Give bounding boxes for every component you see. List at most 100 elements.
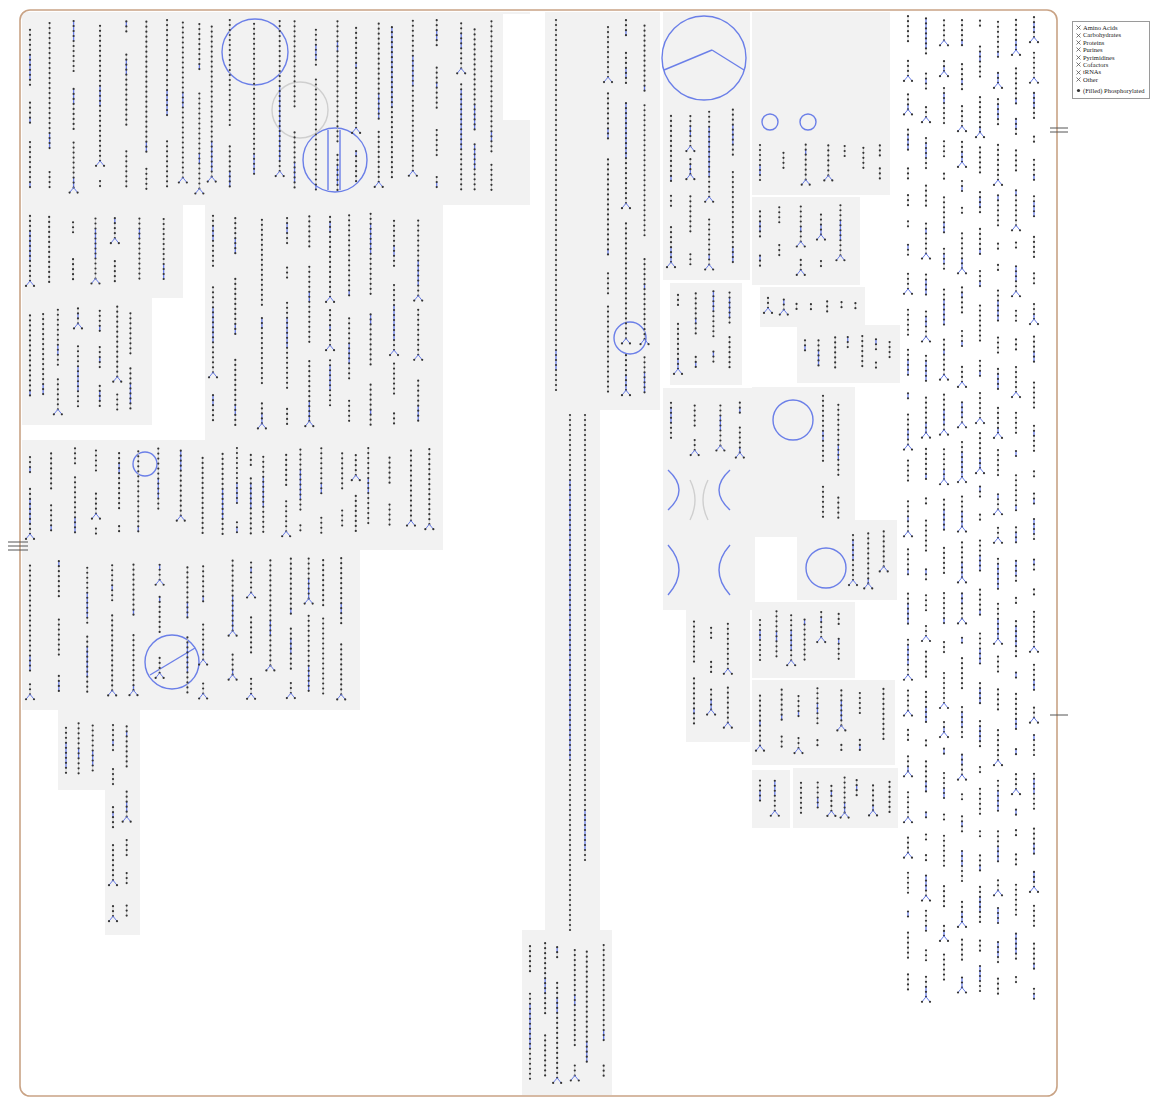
metabolite-dot [114,270,116,272]
metabolite-dot [29,384,31,386]
metabolite-dot [198,162,200,164]
metabolite-dot [186,681,188,683]
metabolite-dot [261,332,263,334]
metabolite-dot [336,110,338,112]
metabolite-dot [99,518,101,520]
metabolite-dot [29,146,31,148]
metabolite-dot [388,503,390,505]
metabolite-dot [180,455,182,457]
metabolite-dot [261,322,263,324]
metabolite-dot [111,664,113,666]
metabolite-dot [118,492,120,494]
metabolite-dot [166,160,168,162]
metabolite-dot [48,221,50,223]
metabolite-dot [99,320,101,322]
metabolite-dot [308,281,310,283]
metabolite-dot [145,126,147,128]
metabolite-dot [253,68,255,70]
metabolite-dot [137,490,139,492]
metabolite-dot [325,301,327,303]
metabolite-dot [114,227,116,229]
metabolite-dot [378,83,380,85]
metabolite-dot [261,342,263,344]
metabolite-dot [163,228,165,230]
metabolite-dot [166,49,168,51]
metabolite-dot [58,629,60,631]
metabolite-dot [29,461,31,463]
metabolite-dot [460,138,462,140]
metabolite-dot [367,472,369,474]
metabolite-dot [325,349,327,351]
metabolite-dot [166,89,168,91]
metabolite-dot [393,230,395,232]
metabolite-dot [250,477,252,479]
metabolite-dot [355,42,357,44]
pathway-panel [670,283,742,385]
metabolite-dot [132,614,134,616]
metabolite-dot [436,34,438,36]
metabolite-dot [58,675,60,677]
metabolite-dot [315,168,317,170]
metabolite-dot [308,311,310,313]
metabolite-dot [202,462,204,464]
metabolite-dot [490,120,492,122]
metabolite-dot [474,88,476,90]
metabolite-dot [42,343,44,345]
metabolite-dot [129,342,131,344]
metabolite-dot [348,405,350,407]
metabolite-dot [48,117,50,119]
metabolite-dot [234,308,236,310]
metabolite-dot [460,123,462,125]
metabolite-dot [229,124,231,126]
metabolite-dot [490,115,492,117]
metabolite-dot [293,75,295,77]
metabolite-dot [391,121,393,123]
metabolite-dot [145,151,147,153]
metabolite-dot [129,387,131,389]
metabolite-dot [367,492,369,494]
metabolite-dot [341,482,343,484]
metabolite-dot [355,510,357,512]
metabolite-dot [348,357,350,359]
metabolite-dot [73,60,75,62]
metabolite-dot [412,80,414,82]
metabolite-dot [490,184,492,186]
metabolite-dot [234,288,236,290]
metabolite-dot [29,275,31,277]
metabolite-dot [370,363,372,365]
metabolite-dot [163,263,165,265]
metabolite-dot [393,339,395,341]
metabolite-dot [378,93,380,95]
metabolite-dot [118,477,120,479]
metabolite-dot [286,418,288,420]
metabolite-dot [391,101,393,103]
metabolite-dot [234,424,236,426]
metabolite-dot [132,609,134,611]
metabolite-dot [73,55,75,57]
metabolite-dot [198,107,200,109]
metabolite-dot [388,467,390,469]
metabolite-dot [236,531,238,533]
metabolite-dot [412,25,414,27]
metabolite-dot [182,46,184,48]
metabolite-dot [253,58,255,60]
metabolite-dot [137,530,139,532]
metabolite-dot [232,605,234,607]
metabolite-dot [48,37,50,39]
metabolite-dot [182,121,184,123]
metabolite-dot [99,95,101,97]
metabolite-dot [229,99,231,101]
metabolite-dot [329,261,331,263]
metabolite-dot [132,599,134,601]
metabolite-dot [42,373,44,375]
metabolite-dot [48,22,50,24]
metabolite-dot [253,83,255,85]
metabolite-dot [166,155,168,157]
metabolite-dot [132,684,134,686]
metabolite-dot [186,581,188,583]
metabolite-dot [329,359,331,361]
metabolite-dot [198,147,200,149]
metabolite-dot [279,90,281,92]
metabolite-dot [329,266,331,268]
metabolite-dot [29,493,31,495]
